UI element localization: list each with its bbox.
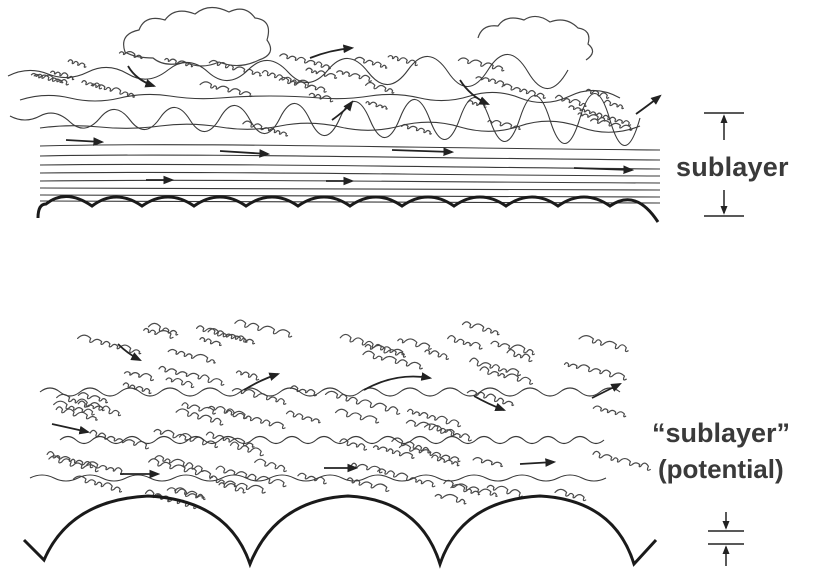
top-panel (8, 7, 744, 222)
sublayer-label: sublayer (676, 152, 789, 183)
eddy-squiggle (366, 102, 387, 110)
eddy-squiggle (604, 100, 623, 108)
eddy-squiggle (200, 82, 252, 97)
eddy-squiggle (507, 350, 532, 362)
eddy-squiggle (287, 411, 321, 423)
eddy-squiggle (502, 84, 545, 98)
top-wavy-line (40, 121, 640, 132)
arrow-icon (66, 140, 102, 142)
eddy-squiggle (374, 446, 415, 459)
arrow-icon (220, 151, 268, 154)
eddy-squiggle (235, 320, 292, 337)
eddy-squiggle (298, 473, 326, 484)
eddy-squiggle (425, 350, 449, 359)
streamline (40, 155, 660, 160)
eddy-squiggle (226, 409, 285, 429)
eddy-squiggle (78, 335, 141, 354)
eddy-squiggle (402, 125, 432, 135)
arrow-icon (244, 374, 278, 390)
top-turbulent-eddies (31, 52, 631, 136)
eddy-squiggle (336, 409, 379, 423)
eddy-squiggle (91, 84, 134, 97)
eddy-squiggle (237, 371, 259, 380)
eddy-squiggle (68, 60, 86, 67)
streamline (40, 164, 660, 169)
eddy-squiggle (168, 350, 215, 364)
eddy-squiggle (340, 439, 367, 450)
eddy-squiggle (378, 469, 435, 487)
eddy-squiggle (593, 451, 650, 470)
eddy-squiggle (74, 476, 122, 492)
top-laminar-streamlines (40, 145, 660, 203)
streamline (40, 195, 660, 197)
streamline (40, 172, 660, 176)
bottom-wavy-line (30, 475, 606, 481)
potential-label: (potential) (658, 454, 784, 485)
eddy-squiggle (182, 403, 215, 414)
eddy-squiggle (473, 458, 502, 467)
arrow-icon (392, 150, 452, 152)
eddy-squiggle (208, 406, 247, 418)
bottom-panel (24, 320, 744, 566)
eddy-squiggle (467, 390, 513, 405)
eddy-squiggle (579, 336, 628, 352)
eddy-squiggle (363, 351, 422, 369)
arrow-icon (52, 424, 88, 432)
eddy-squiggle (448, 336, 482, 349)
eddy-squiggle (340, 334, 404, 354)
eddy-squiggle (470, 358, 521, 375)
eddy-squiggle (398, 339, 431, 349)
eddy-squiggle (565, 363, 627, 380)
eddy-squiggle (476, 77, 505, 86)
bottom-wavy-layers (30, 388, 620, 481)
eddy-squiggle (337, 71, 372, 82)
arrow-icon (520, 462, 554, 464)
bottom-sublayer-dimension (708, 512, 744, 566)
eddy-squiggle (200, 338, 221, 346)
top-wavy-line (10, 93, 640, 145)
top-wavy-layers (8, 54, 640, 145)
arrow-icon (460, 80, 488, 104)
eddy-squiggle (149, 459, 213, 478)
arrow-icon (592, 384, 620, 398)
bottom-wavy-line (60, 437, 604, 444)
eddy-squiggle (556, 95, 587, 106)
eddy-squiggle (149, 323, 178, 335)
streamline (40, 145, 660, 150)
eddy-squiggle (444, 480, 497, 496)
top-flow-arrows (66, 48, 660, 181)
top-cloud-right (478, 16, 593, 60)
eddy-squiggle (491, 341, 534, 354)
eddy-squiggle (166, 378, 194, 388)
eddy-squiggle (435, 494, 466, 503)
eddy-squiggle (159, 367, 224, 386)
eddy-squiggle (463, 322, 500, 335)
eddy-squiggle (255, 459, 287, 471)
bottom-wall-bumps (24, 496, 656, 564)
eddy-squiggle (87, 462, 124, 475)
eddy-squiggle (280, 54, 331, 69)
arrow-icon (332, 102, 352, 120)
eddy-squiggle (458, 58, 503, 71)
eddy-squiggle (593, 406, 625, 417)
eddy-squiggle (487, 485, 522, 497)
eddy-squiggle (219, 483, 245, 493)
eddy-squiggle (347, 478, 389, 492)
potential-sublayer-label: “sublayer” (652, 418, 790, 449)
streamline (40, 188, 660, 190)
top-cloud-left (124, 7, 271, 66)
eddy-squiggle (125, 372, 154, 381)
arrow-icon (310, 48, 352, 58)
bottom-flow-arrows (52, 344, 620, 474)
arrow-icon (364, 377, 430, 391)
top-wall-bumps (38, 196, 658, 222)
arrow-icon (636, 96, 660, 114)
